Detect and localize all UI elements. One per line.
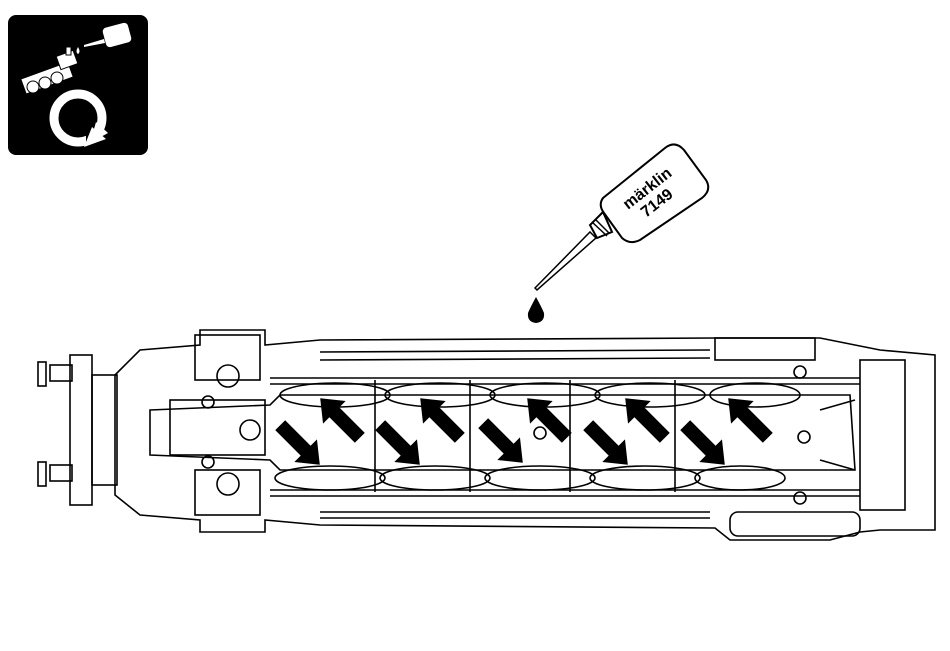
oil-drop-icon [528, 297, 544, 323]
oil-bottle: märklin 7149 [535, 144, 708, 290]
